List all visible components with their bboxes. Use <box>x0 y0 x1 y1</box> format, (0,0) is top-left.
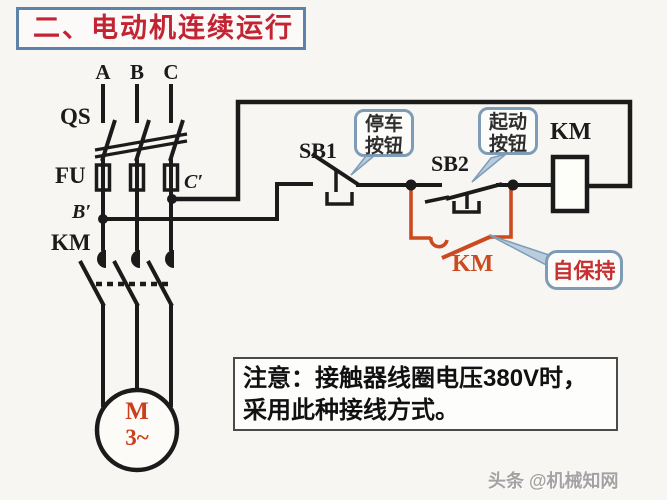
km-selfhold-label: KM <box>452 251 494 277</box>
note-box: 注意：接触器线圈电压380V时， 采用此种接线方式。 <box>233 357 618 431</box>
selfhold-callout-pointer <box>488 234 554 270</box>
start-callout-line1: 起动 <box>488 112 527 133</box>
title-box: 二、电动机连续运行 <box>16 7 306 50</box>
stop-callout-line1: 停车 <box>364 114 403 135</box>
km-main-contacts-symbol <box>78 250 174 307</box>
start-callout-line2: 按钮 <box>488 134 527 155</box>
km-main-label: KM <box>51 230 91 255</box>
qs-label: QS <box>60 104 91 129</box>
fu-fuse-symbols <box>94 163 180 192</box>
sb1-label: SB1 <box>299 138 337 163</box>
phase-label-c: C <box>163 60 179 84</box>
node-b-label: B′ <box>72 201 91 223</box>
callout-pointers <box>350 150 554 270</box>
phase-label-b: B <box>129 60 144 84</box>
sb2-label: SB2 <box>431 151 469 176</box>
motor-m-label: M <box>125 398 149 425</box>
km-selfhold-branch <box>409 188 513 260</box>
sb1-stop-button-symbol <box>310 152 361 206</box>
note-line2: 采用此种接线方式。 <box>243 397 459 424</box>
fu-label: FU <box>55 163 86 188</box>
selfhold-callout-text: 自保持 <box>552 260 616 283</box>
junction-dots <box>98 179 519 224</box>
sb2-start-button-symbol <box>424 182 503 214</box>
stop-callout-line2: 按钮 <box>364 136 403 157</box>
phase-lines <box>101 84 173 407</box>
qs-switch-symbol <box>94 119 188 162</box>
watermark: 头条 @机械知网 <box>488 471 619 491</box>
km-coil-label: KM <box>550 119 592 145</box>
start-callout-pointer <box>471 153 507 183</box>
km-coil-symbol <box>550 154 590 214</box>
motor-3ph-label: 3~ <box>125 425 149 450</box>
start-button-callout: 起动 按钮 <box>478 107 538 155</box>
selfhold-callout: 自保持 <box>545 250 623 290</box>
note-line1: 注意：接触器线圈电压380V时， <box>243 365 588 392</box>
stop-button-callout: 停车 按钮 <box>354 109 414 157</box>
control-loop-wires <box>103 99 633 221</box>
phase-label-a: A <box>95 60 111 84</box>
motor-symbol <box>94 387 180 473</box>
node-c-label: C′ <box>184 171 203 193</box>
page-title: 二、电动机连续运行 <box>33 13 294 43</box>
